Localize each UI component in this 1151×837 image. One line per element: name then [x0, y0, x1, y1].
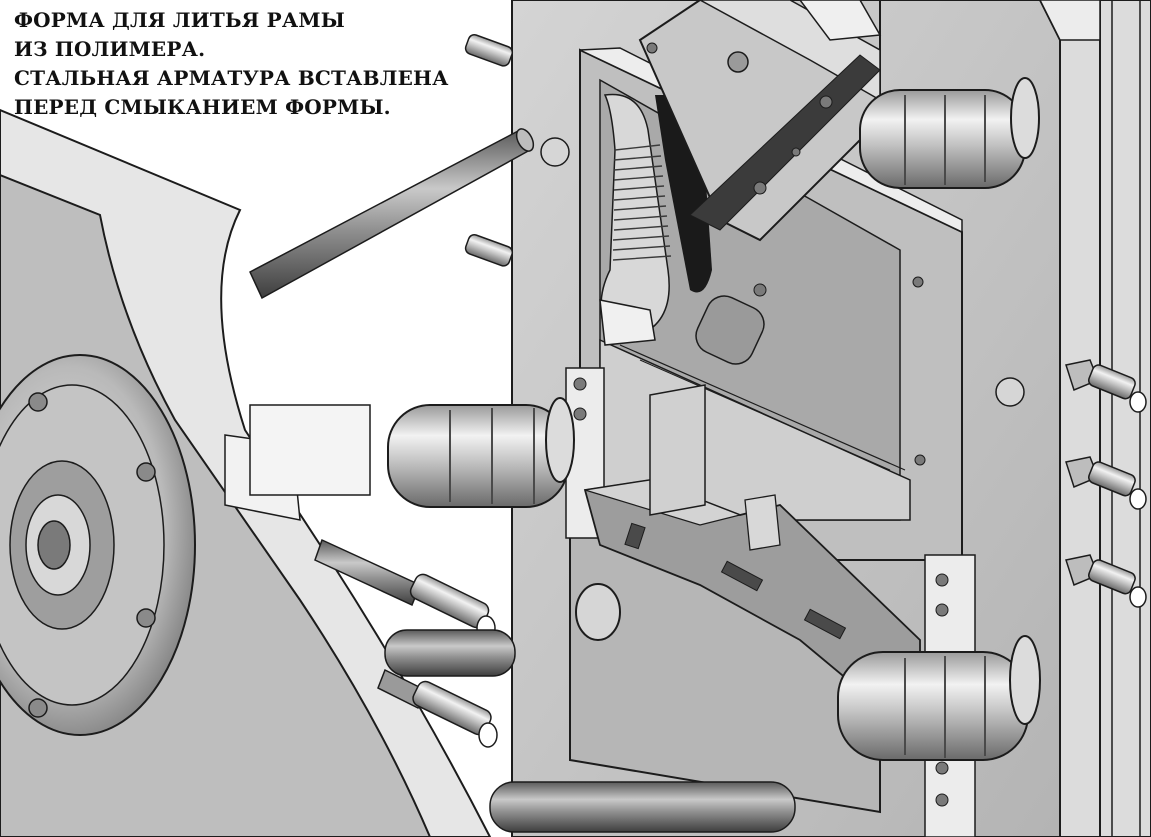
locating-ring	[0, 354, 196, 736]
coolant-fitting	[1065, 456, 1147, 510]
screw-hole	[914, 454, 926, 466]
caption-line: ФОРМА ДЛЯ ЛИТЬЯ РАМЫ	[14, 8, 345, 32]
insert-window	[720, 560, 764, 592]
caption-line: ИЗ ПОЛИМЕРА.	[14, 37, 206, 61]
angled-slide-core	[638, 0, 882, 242]
ejector-rod	[489, 781, 796, 833]
oval-recess	[695, 295, 765, 365]
screw-hole	[646, 42, 658, 54]
ejector-rod	[384, 629, 516, 677]
screw-hole	[136, 608, 156, 628]
screw-hole	[28, 392, 48, 412]
guide-pin	[859, 77, 1040, 189]
screw-hole	[136, 462, 156, 482]
screw-hole	[753, 283, 767, 297]
coolant-fitting	[1065, 554, 1147, 608]
screw-hole	[995, 377, 1025, 407]
coolant-fitting	[464, 34, 514, 67]
slide-wedge-dark	[689, 54, 881, 231]
grip-ribs	[612, 144, 672, 261]
clamp-plate-edge	[1039, 0, 1101, 41]
platen-top-plate	[249, 404, 371, 496]
caption-line: ПЕРЕД СМЫКАНИЕМ ФОРМЫ.	[14, 95, 391, 119]
screw-hole	[28, 698, 48, 718]
screw-hole	[935, 603, 949, 617]
screw-hole	[727, 51, 749, 73]
coolant-fitting	[1065, 359, 1147, 413]
pocket-edge	[619, 344, 906, 471]
slide-tab	[799, 0, 882, 41]
polymer-frame-cavity	[599, 93, 712, 346]
insert-window	[803, 608, 847, 640]
insert-rail-block	[649, 384, 706, 516]
insert-ear	[744, 494, 781, 551]
screw-hole	[573, 377, 587, 391]
diagram-caption: ФОРМА ДЛЯ ЛИТЬЯ РАМЫ ИЗ ПОЛИМЕРА. СТАЛЬН…	[14, 6, 449, 122]
insert-window	[624, 522, 646, 550]
ejector-bore	[575, 583, 621, 641]
screw-hole	[573, 407, 587, 421]
tie-rod	[249, 128, 535, 300]
screw-hole	[791, 147, 801, 157]
coolant-fitting	[377, 668, 498, 748]
screw-hole	[935, 793, 949, 807]
screw-hole	[753, 181, 767, 195]
guide-pin	[837, 635, 1041, 761]
coolant-fitting	[464, 234, 514, 267]
sprue-bushing	[540, 137, 570, 167]
caption-line: СТАЛЬНАЯ АРМАТУРА ВСТАВЛЕНА	[14, 66, 449, 90]
guide-pin	[387, 397, 575, 508]
screw-hole	[935, 573, 949, 587]
pocket-edge	[639, 359, 891, 471]
screw-hole	[935, 761, 949, 775]
steel-reinforcement-insert	[583, 384, 921, 691]
trigger-guard-recess	[599, 299, 656, 346]
screw-hole	[819, 95, 833, 109]
screw-hole	[912, 276, 924, 288]
